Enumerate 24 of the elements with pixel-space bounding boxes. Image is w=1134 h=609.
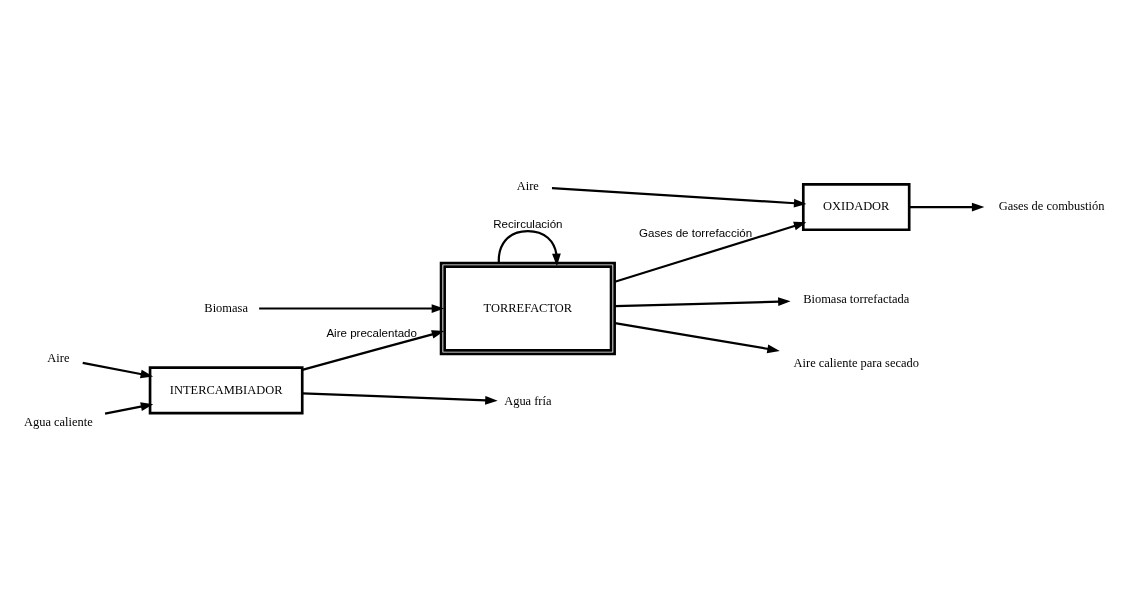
edge-label: Aire precalentado — [326, 327, 417, 340]
node-text: Aire — [47, 350, 70, 365]
arrow — [909, 202, 985, 212]
node-text: Aire — [516, 178, 539, 193]
arrow — [614, 221, 807, 283]
node-text: Gases de combustión — [998, 199, 1105, 214]
node-text: Agua caliente — [24, 414, 93, 429]
arrow — [497, 229, 561, 267]
arrow — [104, 402, 154, 415]
arrow — [259, 304, 445, 313]
arrow — [614, 297, 791, 308]
arrow — [614, 321, 780, 354]
arrow — [302, 330, 445, 371]
edge-label: Gases de torrefacción — [639, 226, 753, 239]
node-text: Biomasa torrefactada — [803, 291, 910, 306]
node-text: Biomasa — [204, 300, 248, 315]
node-box: OXIDADOR — [801, 183, 911, 232]
arrow — [82, 361, 154, 379]
arrow — [302, 392, 498, 405]
node-box: INTERCAMBIADOR — [148, 366, 304, 415]
node-text: Aire caliente para secado — [793, 355, 919, 370]
arrow — [551, 186, 807, 208]
edge-label: Recirculación — [493, 217, 563, 230]
node-text: Agua fría — [504, 394, 552, 409]
